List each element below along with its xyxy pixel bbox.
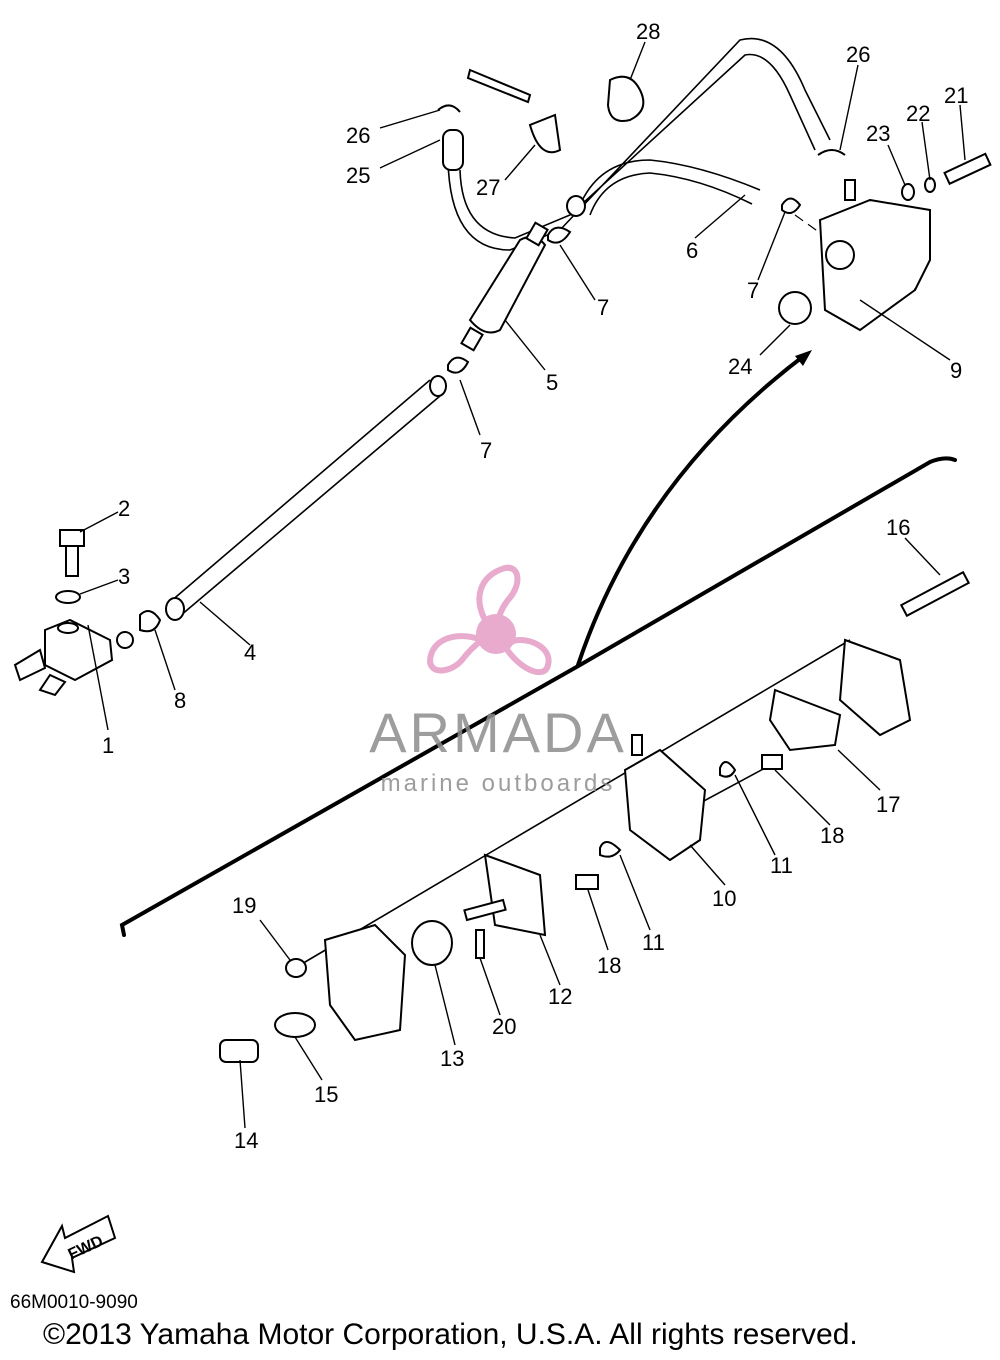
callout-labels: 1 2 3 4 5 6 7 7 7 8 9 10 11 11 12 13 14 … — [102, 19, 968, 1153]
callout-17: 17 — [876, 792, 900, 817]
callout-22: 22 — [906, 101, 930, 126]
callout-12: 12 — [548, 984, 572, 1009]
callout-14: 14 — [234, 1128, 258, 1153]
part-7-clip-c — [781, 197, 802, 215]
callout-13: 13 — [440, 1046, 464, 1071]
part-10-nipple — [631, 734, 643, 756]
callout-8: 8 — [174, 688, 186, 713]
callout-15: 15 — [314, 1082, 338, 1107]
part-3-washer — [55, 590, 81, 604]
hose-4 — [169, 379, 441, 617]
callout-19: 19 — [232, 893, 256, 918]
callout-7b: 7 — [480, 438, 492, 463]
callout-2: 2 — [118, 496, 130, 521]
part-17-gasket — [768, 688, 842, 752]
callout-11a: 11 — [770, 853, 793, 878]
part-4-hose-top — [429, 375, 447, 397]
callout-25: 25 — [346, 163, 370, 188]
part-9-fuel-pump — [818, 179, 931, 332]
part-27-bracket — [466, 68, 562, 154]
part-8-clip — [139, 610, 162, 633]
hose-25 — [447, 37, 831, 251]
callout-10: 10 — [712, 886, 736, 911]
part-11-valve-a — [719, 761, 737, 778]
watermark-tagline: marine outboards — [380, 770, 616, 797]
part-10-pump-body — [623, 748, 707, 862]
part-18-screw-a — [761, 754, 783, 770]
callout-26b: 26 — [846, 42, 870, 67]
assembly-arrow — [576, 353, 807, 667]
part-23-washer — [901, 183, 915, 201]
callout-7a: 7 — [597, 295, 609, 320]
part-20-pin — [475, 929, 485, 959]
part-12-rod — [463, 898, 507, 922]
part-26-clip-b — [817, 149, 846, 156]
part-18-screw-b — [575, 874, 599, 890]
part-26-clip-a — [437, 104, 461, 113]
part-11-valve-b — [599, 841, 622, 858]
part-21-screw — [943, 152, 992, 186]
part-25-hose-end — [442, 129, 464, 171]
part-7-clip-a — [547, 226, 572, 244]
callout-16: 16 — [886, 515, 910, 540]
callout-18a: 18 — [820, 823, 844, 848]
watermark-logo — [426, 564, 552, 676]
part-14-housing — [323, 923, 407, 1042]
part-4-hose-end — [165, 597, 185, 621]
section-separator — [119, 456, 957, 937]
part-5-fuel-filter — [460, 221, 549, 352]
part-15-spring — [274, 1012, 316, 1038]
callout-7c: 7 — [747, 278, 759, 303]
diagram-code: 66M0010-9090 — [10, 1292, 138, 1313]
callout-6: 6 — [686, 238, 698, 263]
callout-9: 9 — [950, 358, 962, 383]
leader-lines — [79, 41, 966, 1129]
part-24-o-ring — [778, 291, 812, 325]
part-7-clip-b — [447, 356, 470, 374]
callout-11b: 11 — [642, 930, 665, 955]
part-1-fuel-joint — [13, 618, 134, 697]
callout-21: 21 — [944, 83, 968, 108]
callout-26a: 26 — [346, 123, 370, 148]
part-2-screw — [59, 529, 85, 577]
callout-5: 5 — [546, 370, 558, 395]
callout-1: 1 — [102, 733, 114, 758]
part-28-clamp — [606, 75, 645, 122]
callout-28: 28 — [636, 19, 660, 44]
alignment-line-lower — [299, 639, 851, 966]
watermark-name: ARMADA — [369, 701, 627, 764]
part-17-cover — [838, 638, 912, 737]
hose-6 — [579, 159, 761, 216]
part-14-plunger — [219, 1039, 259, 1063]
callout-4: 4 — [244, 640, 256, 665]
part-19-nut — [285, 958, 307, 978]
part-13-spring — [411, 920, 453, 966]
callout-24: 24 — [728, 354, 752, 379]
callout-23: 23 — [866, 121, 890, 146]
part-16-screw — [899, 570, 971, 618]
part-6-hose-end — [566, 195, 586, 217]
callout-20: 20 — [492, 1014, 516, 1039]
callout-3: 3 — [118, 564, 130, 589]
callout-18b: 18 — [597, 953, 621, 978]
part-22-washer — [924, 177, 936, 193]
copyright-notice: ©2013 Yamaha Motor Corporation, U.S.A. A… — [43, 1318, 858, 1351]
callout-27: 27 — [476, 175, 500, 200]
assembly-arrowhead — [795, 350, 812, 366]
fwd-arrow-icon: FWD — [40, 1214, 117, 1274]
part-12-diaphragm — [483, 853, 547, 937]
